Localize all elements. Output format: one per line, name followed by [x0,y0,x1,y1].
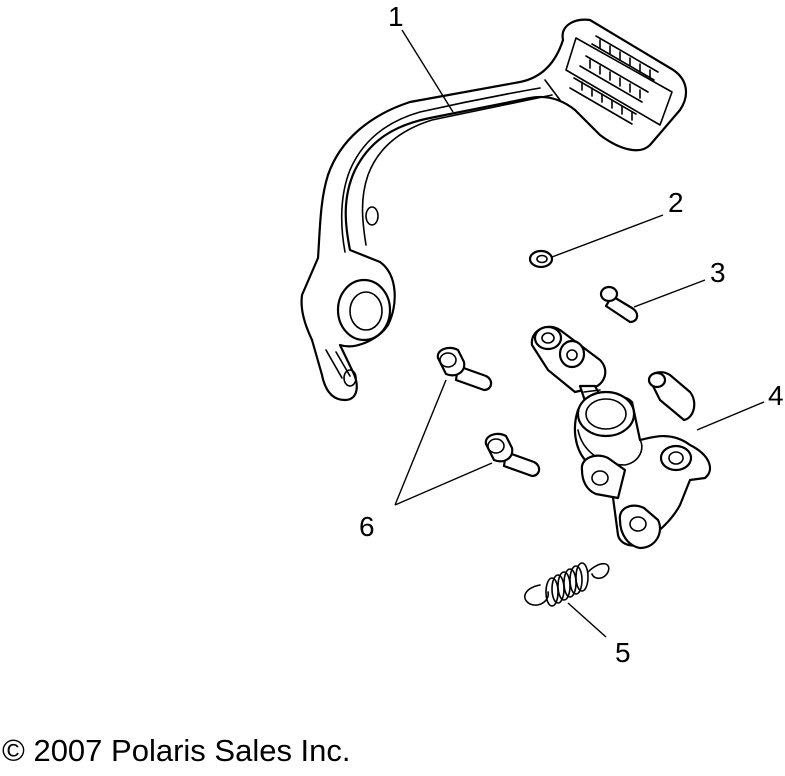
callout-1: 1 [388,1,404,32]
callout-3: 3 [710,257,726,288]
retaining-clip [528,249,554,269]
clevis-pin [599,285,639,324]
return-spring [524,562,610,607]
callout-6: 6 [359,511,375,542]
callout-2: 2 [668,187,684,218]
copyright-notice: © 2007 Polaris Sales Inc. [2,733,351,768]
flange-bolt-upper [436,346,493,392]
callout-4: 4 [768,380,784,411]
callout-5: 5 [615,637,631,668]
brake-pedal-arm [300,18,688,402]
leader-lines [394,29,765,638]
flange-bolt-lower [484,432,541,478]
master-cylinder [530,325,712,550]
